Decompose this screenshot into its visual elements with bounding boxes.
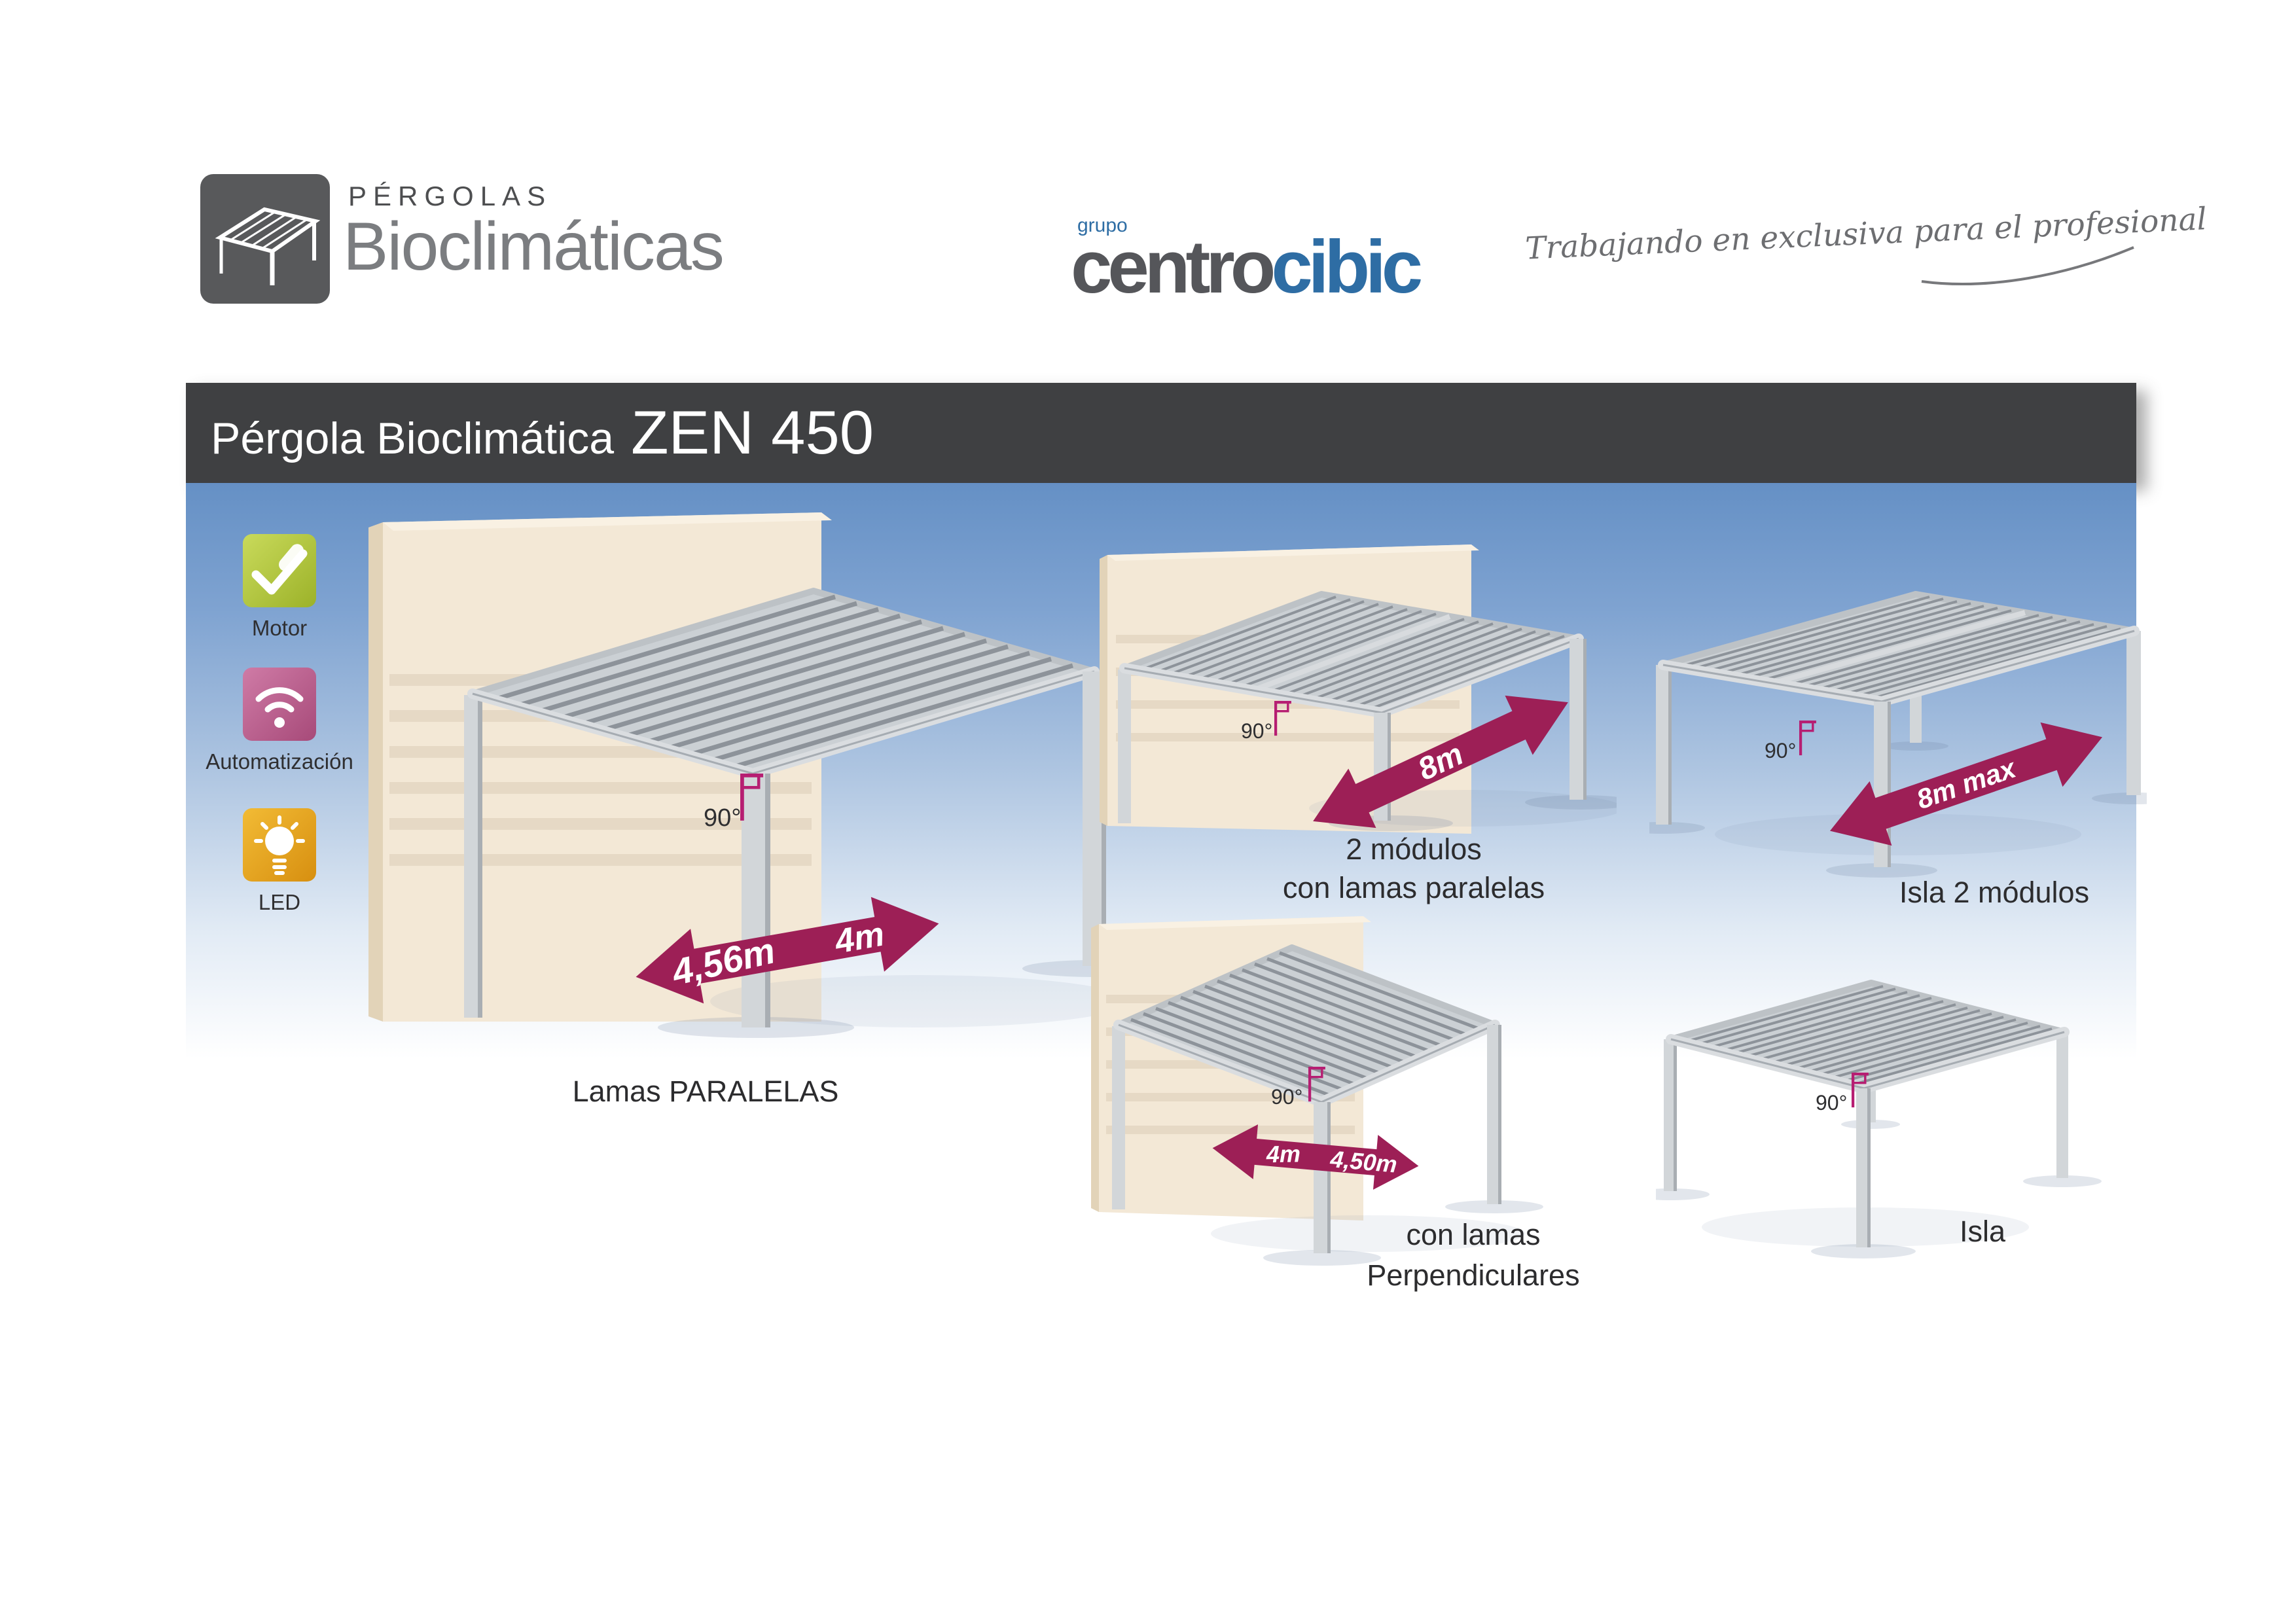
led-bulb-icon <box>243 808 316 882</box>
tagline-underline-flourish <box>1921 246 2134 285</box>
caption-perpendicular-line2: Perpendiculares <box>1367 1258 1580 1292</box>
angle-90-icon <box>1851 1072 1869 1108</box>
module-divider-beam <box>1771 610 2026 686</box>
feature-led: LED <box>194 808 365 915</box>
feature-led-label: LED <box>258 890 301 914</box>
angle-90-label: 90° <box>704 804 741 832</box>
caption-two-modules: 2 módulos con lamas paralelas <box>1244 830 1584 907</box>
diagram-isla: 90° <box>1656 980 2102 1258</box>
product-model-name: ZEN 450 <box>631 398 874 467</box>
module-divider-beam <box>1251 614 1451 693</box>
wall-attachment-post <box>1118 669 1131 823</box>
pergola-icon <box>215 207 321 285</box>
dimension-depth-label: 4,50m <box>1329 1145 1398 1178</box>
diagram-isla-two-modules: 90° 8m max <box>1649 591 2147 878</box>
distributor-logo: centrocibic <box>1071 230 1423 305</box>
right-post <box>2056 1032 2068 1178</box>
roof-slats <box>1130 951 1483 1099</box>
diagram-two-modules: 90° 8m <box>1100 544 1617 834</box>
brand-name-line2: Bioclimáticas <box>343 209 725 285</box>
dimension-width-label: 4m <box>1266 1140 1301 1168</box>
angle-90-icon <box>1799 720 1816 756</box>
angle-90-label: 90° <box>1816 1091 1847 1115</box>
diagram-main-pergola: 90° 4,56m 4m <box>368 512 1122 1038</box>
diagram-perpendicular: 90° 4m 4,50m <box>1091 916 1543 1266</box>
caption-isla: Isla <box>1959 1215 2006 1248</box>
angle-90-icon <box>740 774 764 821</box>
product-title-bar: Pérgola Bioclimática ZEN 450 <box>186 383 2136 483</box>
caption-isla-two-modules: Isla 2 módulos <box>1899 876 2090 909</box>
angle-90-label: 90° <box>1241 719 1272 743</box>
caption-two-modules-line2: con lamas paralelas <box>1282 871 1545 904</box>
distributor-grupo-label: grupo <box>1077 215 1128 236</box>
roof-slats <box>1676 596 2121 701</box>
feature-automatizacion-label: Automatización <box>206 749 353 774</box>
roof-slats <box>1138 596 1565 711</box>
dimension-label: 8m max <box>1912 752 2020 815</box>
caption-perpendicular-line1: con lamas <box>1406 1218 1541 1251</box>
feature-automatizacion: Automatización <box>194 668 365 774</box>
right-post <box>1487 1025 1501 1204</box>
dimension-arrow: 4m 4,50m <box>1212 1124 1419 1190</box>
roof-slats <box>493 594 1074 770</box>
distributor-logo-blue: cibic <box>1271 226 1423 309</box>
angle-90-label: 90° <box>1271 1085 1302 1109</box>
pergolas-bioclimaticas-logo <box>200 174 330 304</box>
motor-icon <box>243 534 316 607</box>
feature-motor-label: Motor <box>251 616 308 640</box>
product-title-prefix: Pérgola Bioclimática <box>211 414 615 463</box>
caption-two-modules-line1: 2 módulos <box>1346 832 1482 866</box>
angle-90-label: 90° <box>1765 739 1796 762</box>
feature-motor: Motor <box>194 534 365 641</box>
distributor-logo-gray: centro <box>1071 226 1276 309</box>
caption-perpendicular: con lamas Perpendiculares <box>1303 1215 1643 1296</box>
wall-attachment-post <box>1112 1026 1125 1209</box>
roof-slats <box>1682 985 2053 1086</box>
angle-90-icon <box>1308 1066 1325 1102</box>
front-post <box>1856 1088 1871 1247</box>
brand-name-line1: PÉRGOLAS <box>348 181 552 211</box>
angle-90-icon <box>1274 700 1291 736</box>
wifi-icon <box>243 668 316 741</box>
right-post <box>2126 631 2141 795</box>
caption-lamas-paralelas: Lamas PARALELAS <box>572 1075 839 1108</box>
dimension-width-label: 4m <box>831 915 887 961</box>
